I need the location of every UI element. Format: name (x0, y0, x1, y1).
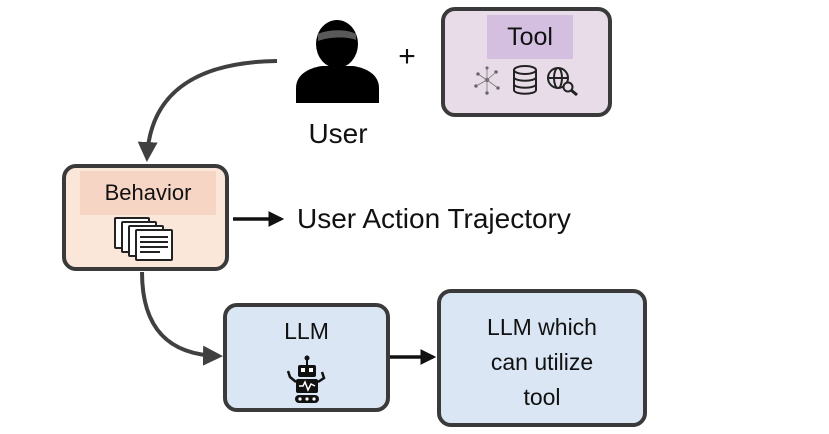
result-line-3: tool (523, 384, 561, 410)
result-line-2: can utilize (490, 349, 594, 375)
result-line-1: LLM which (487, 314, 597, 340)
behavior-to-llm-arrow (140, 271, 223, 366)
tool-label: Tool (487, 15, 573, 59)
user-action-trajectory-label: User Action Trajectory (297, 203, 571, 234)
llm-label: LLM (284, 318, 329, 344)
database-icon (513, 65, 537, 95)
web-search-icon (547, 67, 578, 97)
result-box (437, 289, 647, 427)
network-icon (474, 66, 500, 95)
user-to-behavior-arrow (137, 59, 278, 162)
result-label: LLM which can utilize tool (441, 310, 643, 415)
user-label: User (308, 118, 368, 149)
plus-sign: + (398, 40, 416, 73)
behavior-label: Behavior (80, 171, 216, 215)
